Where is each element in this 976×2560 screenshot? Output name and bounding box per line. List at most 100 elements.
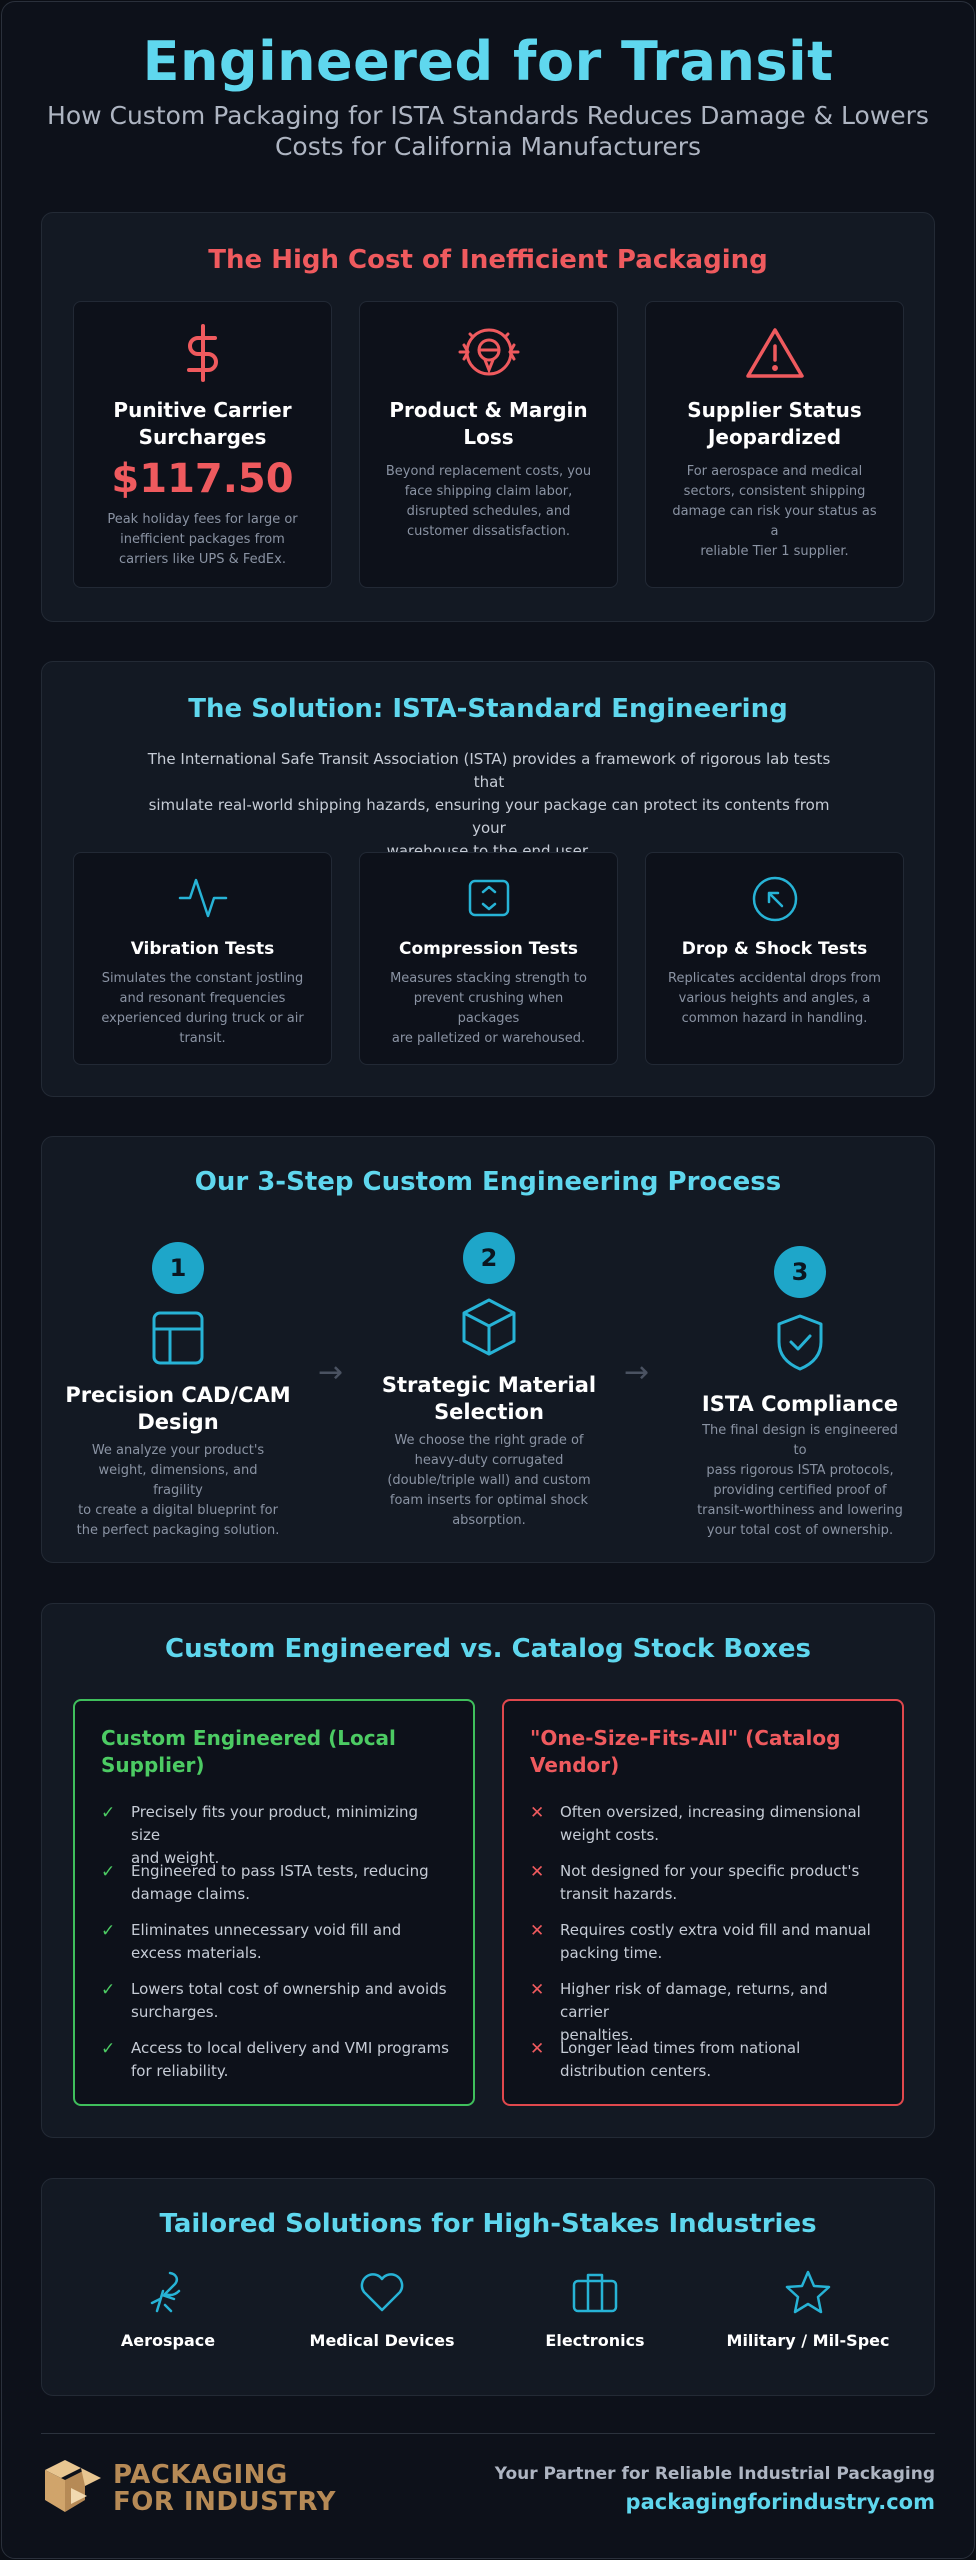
- process-step-2: 2 Strategic Material Selection We choose…: [374, 1227, 604, 1547]
- card-description: Simulates the constant jostling and reso…: [96, 969, 309, 1049]
- card-description: Replicates accidental drops from various…: [668, 969, 881, 1029]
- logo-text: PACKAGING FOR INDUSTRY: [113, 2462, 336, 2516]
- card-title-line: Punitive Carrier: [113, 398, 292, 422]
- custom-box-title: Custom Engineered (Local Supplier): [101, 1725, 453, 1779]
- aerospace-icon: [68, 2269, 268, 2315]
- text-line: damage can risk your status as a: [672, 504, 877, 539]
- comparison-title: Custom Engineered vs. Catalog Stock Boxe…: [165, 1634, 811, 1664]
- text-line: Measures stacking strength to: [390, 971, 587, 986]
- x-icon: ✕: [530, 1803, 545, 1823]
- process-title: Our 3-Step Custom Engineering Process: [194, 1167, 782, 1197]
- website-link[interactable]: packagingforindustry.com: [625, 2490, 935, 2514]
- problem-card-loss: Product & Margin Loss Beyond replacement…: [359, 301, 618, 588]
- text-line: Peak holiday fees for large or: [107, 512, 298, 527]
- card-title: Punitive Carrier Surcharges: [84, 397, 321, 451]
- text-line: for reliability.: [131, 2062, 229, 2080]
- step-number: 3: [774, 1246, 826, 1298]
- text-line: packing time.: [560, 1944, 663, 1962]
- text-line: Replicates accidental drops from: [668, 971, 881, 986]
- text-line: are palletized or warehoused.: [391, 1031, 586, 1046]
- industry-label: Aerospace: [120, 2331, 216, 2350]
- industry-medical: Medical Devices: [282, 2269, 482, 2350]
- text-line: the perfect packaging solution.: [76, 1523, 280, 1538]
- card-description: Beyond replacement costs, you face shipp…: [382, 462, 595, 542]
- star-icon: [708, 2269, 908, 2315]
- step-number: 2: [463, 1232, 515, 1284]
- text-line: Engineered to pass ISTA tests, reducing: [131, 1862, 429, 1880]
- logo-line: FOR INDUSTRY: [113, 2487, 336, 2517]
- step-title: Precision CAD/CAM Design: [63, 1382, 293, 1436]
- text-line: The final design is engineered to: [702, 1423, 898, 1458]
- test-card-vibration: Vibration Tests Simulates the constant j…: [73, 852, 332, 1065]
- check-icon: ✓: [101, 1980, 116, 2000]
- list-item: ✕ Higher risk of damage, returns, and ca…: [530, 1978, 878, 2047]
- problem-card-supplier: Supplier Status Jeopardized For aerospac…: [645, 301, 904, 588]
- step-description: The final design is engineered to pass r…: [695, 1421, 905, 1541]
- solution-title: The Solution: ISTA-Standard Engineering: [188, 694, 788, 724]
- text-line: weight costs.: [560, 1826, 660, 1844]
- company-logo[interactable]: PACKAGING FOR INDUSTRY: [41, 2458, 336, 2520]
- text-line: Often oversized, increasing dimensional: [560, 1803, 861, 1821]
- text-line: transit-worthiness and lowering: [697, 1503, 903, 1518]
- step-title-line: Precision CAD/CAM: [65, 1383, 291, 1407]
- industry-label: Military / Mil-Spec: [726, 2331, 890, 2350]
- text-line: simulate real-world shipping hazards, en…: [148, 796, 830, 837]
- step-title-line: Selection: [434, 1400, 544, 1424]
- industry-military: Military / Mil-Spec: [708, 2269, 908, 2350]
- card-title: Vibration Tests: [130, 939, 275, 959]
- x-icon: ✕: [530, 1862, 545, 1882]
- industries-section: Tailored Solutions for High-Stakes Indus…: [41, 2178, 935, 2396]
- text-line: various heights and angles, a: [678, 991, 871, 1006]
- text-line: Lowers total cost of ownership and avoid…: [131, 1980, 447, 1998]
- problems-title: The High Cost of Inefficient Packaging: [208, 245, 768, 275]
- text-line: prevent crushing when packages: [413, 991, 564, 1026]
- text-line: to create a digital blueprint for: [78, 1503, 278, 1518]
- text-line: transit hazards.: [560, 1885, 678, 1903]
- check-icon: ✓: [101, 2039, 116, 2059]
- text-line: For aerospace and medical: [686, 464, 863, 479]
- list-item: ✕ Requires costly extra void fill and ma…: [530, 1919, 878, 1965]
- text-line: inefficient packages from: [120, 532, 285, 547]
- box-title-line: Custom Engineered (Local: [101, 1726, 396, 1750]
- text-line: Eliminates unnecessary void fill and: [131, 1921, 402, 1939]
- text-line: Not designed for your specific product's: [560, 1862, 860, 1880]
- drop-icon: [646, 875, 903, 923]
- text-line: Requires costly extra void fill and manu…: [560, 1921, 871, 1939]
- text-line: transit.: [179, 1031, 226, 1046]
- text-line: Access to local delivery and VMI program…: [131, 2039, 449, 2057]
- box-title-line: Vendor): [530, 1753, 620, 1777]
- process-step-3: 3 ISTA Compliance The final design is en…: [685, 1241, 915, 1541]
- x-icon: ✕: [530, 1921, 545, 1941]
- text-line: face shipping claim labor,: [404, 484, 573, 499]
- list-item: ✕ Not designed for your specific product…: [530, 1860, 878, 1906]
- logo-line: PACKAGING: [113, 2460, 288, 2490]
- activity-icon: [74, 875, 331, 921]
- text-line: absorption.: [452, 1513, 526, 1528]
- text-line: Beyond replacement costs, you: [385, 464, 592, 479]
- catalog-box-title: "One-Size-Fits-All" (Catalog Vendor): [530, 1725, 882, 1779]
- heart-icon: [282, 2269, 482, 2315]
- page-subtitle: How Custom Packaging for ISTA Standards …: [40, 100, 936, 162]
- warning-icon: [646, 326, 903, 380]
- step-description: We choose the right grade of heavy-duty …: [384, 1431, 594, 1531]
- box-title-line: "One-Size-Fits-All" (Catalog: [530, 1726, 841, 1750]
- catalog-vendor-box: "One-Size-Fits-All" (Catalog Vendor) ✕ O…: [502, 1699, 904, 2106]
- list-item: ✓ Engineered to pass ISTA tests, reducin…: [101, 1860, 449, 1906]
- card-title: Compression Tests: [399, 939, 578, 959]
- text-line: weight, dimensions, and fragility: [98, 1463, 258, 1498]
- text-line: excess materials.: [131, 1944, 262, 1962]
- text-line: foam inserts for optimal shock: [389, 1493, 589, 1508]
- test-card-compression: Compression Tests Measures stacking stre…: [359, 852, 618, 1065]
- step-number: 1: [152, 1242, 204, 1294]
- compress-icon: [360, 877, 617, 919]
- text-line: sectors, consistent shipping: [683, 484, 866, 499]
- product-loss-icon: [360, 324, 617, 380]
- card-description: For aerospace and medical sectors, consi…: [668, 462, 881, 562]
- industry-electronics: Electronics: [495, 2269, 695, 2350]
- surcharge-value: $117.50: [111, 456, 294, 502]
- industry-label: Electronics: [545, 2331, 645, 2350]
- step-title: Strategic Material Selection: [374, 1372, 604, 1426]
- text-line: experienced during truck or air: [101, 1011, 304, 1026]
- text-line: surcharges.: [131, 2003, 219, 2021]
- check-icon: ✓: [101, 1862, 116, 1882]
